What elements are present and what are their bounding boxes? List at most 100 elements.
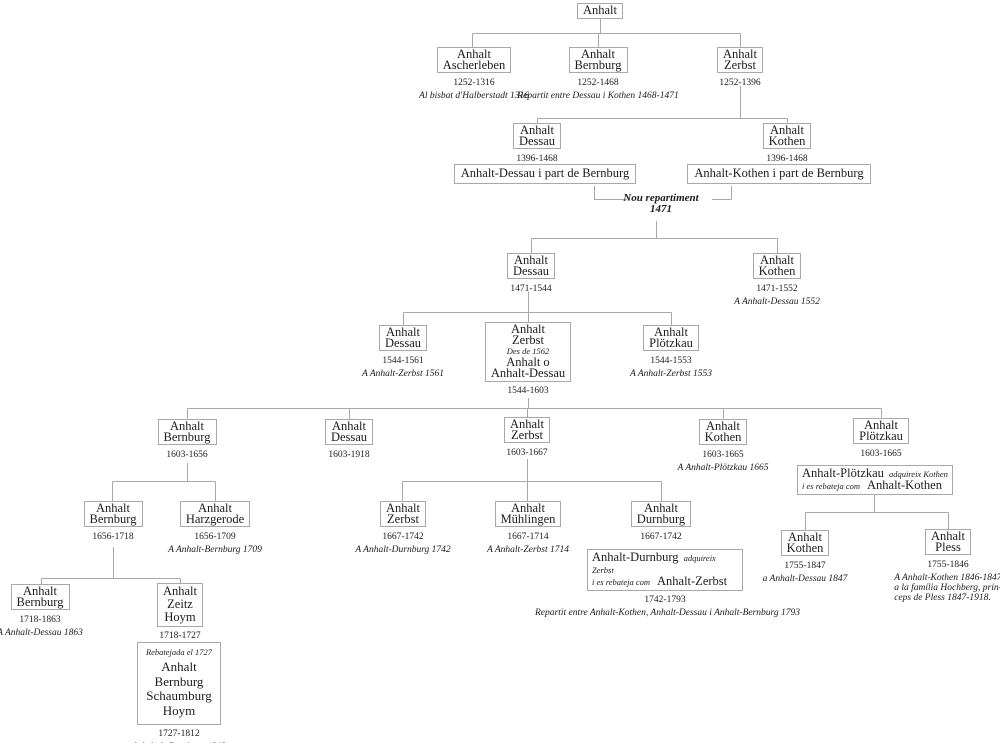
node-box: Anhalt Zerbst: [379, 501, 427, 527]
node-anhalt-kothen-1755: Anhalt Kothen 1755-1847 a Anhalt-Dessau …: [675, 530, 935, 584]
node-anhalt: Anhalt: [470, 1, 730, 19]
node-box: Anhalt Plötzkau: [853, 418, 909, 444]
node-label: Anhalt Kothen: [758, 253, 796, 278]
rename-verb: adquireix Kothen: [888, 469, 948, 479]
node-label: Anhalt Zerbst: [509, 417, 545, 442]
node-anhalt-bernburg-1603: Anhalt Bernburg 1603-1656: [57, 419, 317, 460]
rename-verb2: i es rebateja com: [592, 577, 650, 587]
node-box: Rebatejada el 1727 Anhalt Bernburg Schau…: [136, 642, 222, 725]
node-anhalt-harzgerode: Anhalt Harzgerode 1656-1709 A Anhalt-Ber…: [85, 501, 345, 555]
node-box: Anhalt Bernburg: [10, 584, 70, 610]
node-years: 1603-1918: [328, 449, 370, 460]
node-label: Anhalt: [582, 3, 618, 17]
rename-verb2: i es rebateja com: [802, 481, 860, 491]
node-anhalt-dessau-1396: Anhalt Dessau 1396-1468: [407, 123, 667, 164]
node-box: Anhalt Bernburg: [157, 419, 217, 445]
node-label: Anhalt Zerbst: [385, 501, 421, 526]
node-anhalt-dessau-1471: Anhalt Dessau 1471-1544: [401, 253, 661, 294]
node-years: 1718-1727: [159, 631, 201, 641]
node-years: 1656-1718: [92, 531, 134, 542]
rename-verb: adquireix Zerbst: [592, 553, 716, 575]
node-note: Al bisbat d'Halberstadt 1316: [419, 90, 529, 101]
node-note: Repartit entre Dessau i Kothen 1468-1471: [517, 90, 679, 101]
node-years: 1471-1552: [756, 283, 798, 294]
node-label: Anhalt Dessau: [330, 419, 368, 444]
nou-repartiment-label: Nou repartiment 1471: [623, 192, 699, 215]
node-anhalt-zerbst-1667: Anhalt Zerbst 1667-1742 A Anhalt-Durnbur…: [273, 501, 533, 555]
node-box: Anhalt Kothen: [698, 419, 748, 445]
node-box: Anhalt Zerbst Des de 1562 Anhalt o Anhal…: [484, 322, 572, 382]
node-anhalt-kothen-1471: Anhalt Kothen 1471-1552 A Anhalt-Dessau …: [647, 253, 907, 307]
node-note: A Anhalt-Dessau 1552: [734, 296, 820, 307]
node-anhalt-dessau-1603: Anhalt Dessau 1603-1918: [219, 419, 479, 460]
node-box: Anhalt Kothen: [780, 530, 830, 556]
node-years: 1755-1847: [784, 560, 826, 571]
rename-from: Anhalt-Durnburg: [592, 550, 679, 564]
node-label: Anhalt Mühlingen: [500, 501, 556, 526]
node-anhalt-zerbst-1544: Anhalt Zerbst Des de 1562 Anhalt o Anhal…: [398, 322, 658, 396]
node-box: Anhalt Bernburg: [568, 47, 628, 73]
node-years: 1396-1468: [766, 153, 808, 164]
node-years: 1603-1665: [702, 449, 744, 460]
node-label: Anhalt Plötzkau: [649, 325, 693, 350]
node-note: A Anhalt-Zerbst 1561: [362, 368, 444, 379]
node-label: Anhalt Zeitz Hoym: [162, 584, 198, 624]
node-note: A Anhalt-Dessau 1863: [0, 627, 83, 638]
node-years: 1727-1812: [158, 729, 200, 739]
node-anhalt-muhlingen: Anhalt Mühlingen 1667-1714 A Anhalt-Zerb…: [398, 501, 658, 555]
rename-to: Anhalt-Kothen: [867, 478, 942, 492]
node-label: Anhalt Kothen: [786, 530, 824, 555]
node-anhalt-plotzkau-1544: Anhalt Plötzkau 1544-1553 A Anhalt-Zerbs…: [541, 325, 801, 379]
node-label: Anhalt Dessau: [384, 325, 422, 350]
node-anhalt-kothen-part-bernburg: Anhalt-Kothen i part de Bernburg: [649, 164, 909, 184]
node-years: 1252-1316: [453, 77, 495, 88]
node-note: Repartit entre Anhalt-Kothen, Anhalt-Des…: [535, 608, 801, 618]
node-box: Anhalt Dessau: [506, 253, 556, 279]
node-sublabel: Rebatejada el 1727: [145, 647, 213, 657]
node-box: Anhalt Bernburg: [83, 501, 143, 527]
node-label-alt: Anhalt o Anhalt-Dessau: [490, 355, 566, 380]
node-years: 1396-1468: [516, 153, 558, 164]
node-label: Anhalt Dessau: [512, 253, 550, 278]
node-label: Anhalt Dessau: [518, 123, 556, 148]
node-box: Anhalt Durnburg: [630, 501, 692, 527]
node-years: 1252-1396: [719, 77, 761, 88]
node-anhalt-kothen-1603: Anhalt Kothen 1603-1665 A Anhalt-Plötzka…: [593, 419, 853, 473]
node-box: Anhalt Mühlingen: [494, 501, 562, 527]
node-anhalt-dessau-1544: Anhalt Dessau 1544-1561 A Anhalt-Zerbst …: [273, 325, 533, 379]
node-label: Anhalt Zerbst: [510, 322, 545, 347]
node-box: Anhalt-Dessau i part de Bernburg: [453, 164, 637, 184]
node-years: 1667-1742: [640, 531, 682, 542]
node-anhalt-zerbst-1252: Anhalt Zerbst 1252-1396: [610, 47, 870, 88]
node-note: A Anhalt-Durnburg 1742: [355, 544, 451, 555]
node-label: Anhalt Kothen: [704, 419, 742, 444]
node-years: 1603-1667: [506, 447, 548, 458]
node-anhalt-durnburg: Anhalt Durnburg 1667-1742: [531, 501, 791, 542]
node-note: A Anhalt-Plötzkau 1665: [677, 462, 769, 473]
node-label: Anhalt Bernburg: [16, 584, 64, 609]
node-years: 1718-1863: [19, 614, 61, 625]
node-note: a Anhalt-Dessau 1847: [762, 573, 848, 584]
node-anhalt-pless: Anhalt Pless 1755-1846 A Anhalt-Kothen 1…: [818, 529, 1000, 605]
node-box: Anhalt Ascherleben: [436, 47, 512, 73]
node-years: 1544-1603: [507, 386, 549, 396]
node-years: 1755-1846: [927, 559, 969, 570]
node-anhalt-plotzkau-rename-kothen: Anhalt-Plötzkau adquireix Kothen i es reb…: [745, 465, 1000, 495]
node-label: Anhalt Bernburg: [574, 47, 622, 72]
node-box: Anhalt Dessau: [378, 325, 428, 351]
node-label: Anhalt Bernburg Schaumburg Hoym: [146, 659, 212, 718]
node-box: Anhalt Dessau: [324, 419, 374, 445]
node-box: Anhalt: [576, 3, 624, 19]
node-label: Anhalt Kothen: [768, 123, 806, 148]
node-box: Anhalt-Kothen i part de Bernburg: [687, 164, 871, 184]
node-label: Anhalt Bernburg: [89, 501, 137, 526]
rename-from: Anhalt-Plötzkau: [802, 466, 884, 480]
node-label: Anhalt Zerbst: [722, 47, 758, 72]
node-label: Anhalt-Dessau i part de Bernburg: [460, 166, 630, 180]
node-years: 1252-1468: [577, 77, 619, 88]
node-box: Anhalt Pless: [924, 529, 972, 555]
node-box: Anhalt Harzgerode: [179, 501, 251, 527]
